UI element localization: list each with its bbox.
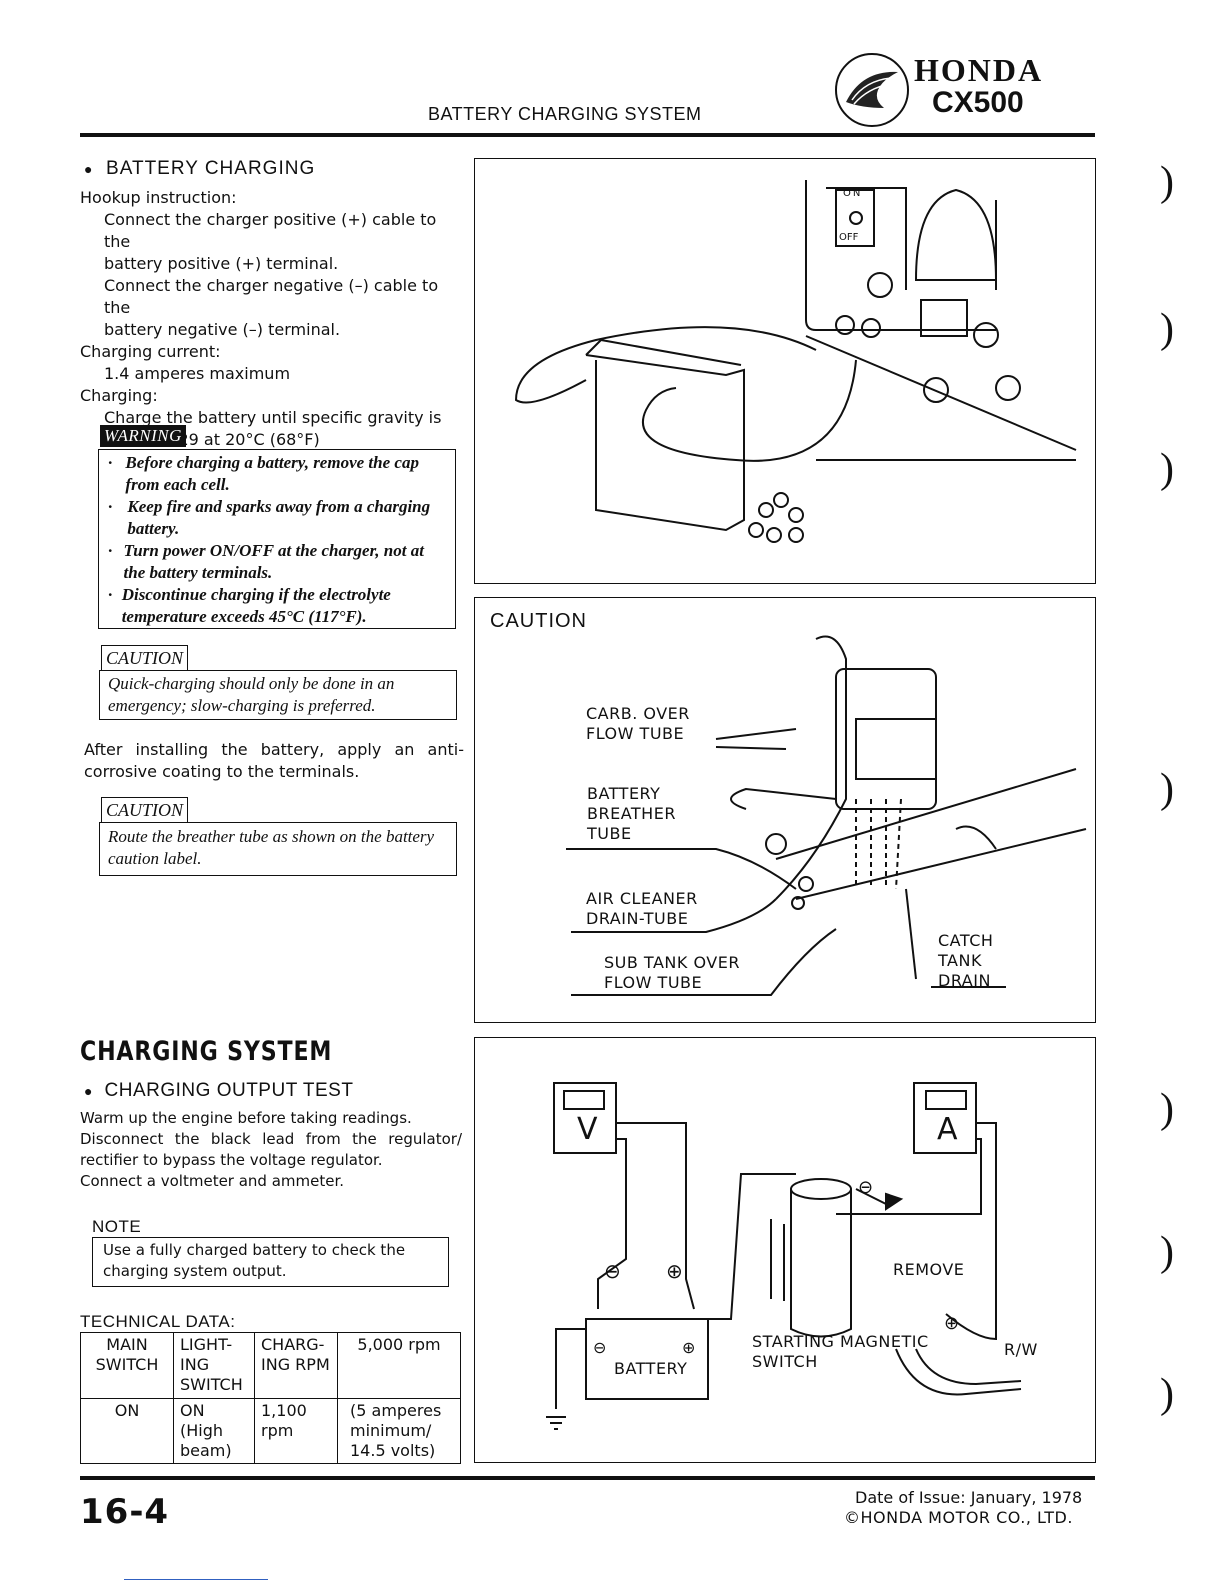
table-cell: ON (High beam) (173, 1398, 255, 1464)
section-title: BATTERY CHARGING SYSTEM (428, 104, 702, 124)
battery-positive-icon: ⊕ (682, 1338, 696, 1357)
warning-label: WARNING (100, 425, 186, 447)
after-install-text: After installing the battery, apply an a… (84, 740, 464, 781)
remove-label: REMOVE (893, 1260, 965, 1279)
binding-mark: ) (1160, 306, 1174, 352)
binding-mark: ) (1160, 159, 1174, 205)
binding-mark: ) (1160, 766, 1174, 812)
technical-data-table: MAIN SWITCH LIGHT-ING SWITCH CHARG-ING R… (80, 1332, 461, 1464)
switch-on-label: ON (843, 188, 863, 199)
charging-system-body: Warm up the engine before taking reading… (80, 1109, 462, 1190)
callout-catch-tank-drain: CATCH TANK DRAIN (938, 931, 994, 990)
warning-item: Turn power ON/OFF at the charger, not at… (123, 541, 424, 582)
table-header: LIGHT-ING SWITCH (173, 1332, 255, 1399)
table-header: MAIN SWITCH (80, 1332, 174, 1399)
charging-output-heading: ● CHARGING OUTPUT TEST (84, 1080, 354, 1101)
rw-wire-label: R/W (1004, 1340, 1038, 1359)
switch-negative-icon: ⊖ (858, 1177, 874, 1198)
callout-sub-tank-overflow: SUB TANK OVER FLOW TUBE (604, 953, 740, 992)
binding-mark: ) (1160, 1229, 1174, 1275)
figure-output-test (474, 1037, 1096, 1463)
honda-wing-logo (835, 53, 909, 127)
figure-caution-title: CAUTION (490, 610, 587, 632)
note-box (92, 1237, 449, 1287)
footer-rule (80, 1476, 1095, 1480)
binding-mark: ) (1160, 1371, 1174, 1417)
note-text: Use a fully charged battery to check the… (103, 1241, 406, 1280)
negative-terminal-icon: ⊖ (604, 1259, 621, 1283)
figure-charger-hookup (474, 158, 1096, 584)
header-rule (80, 133, 1095, 137)
ammeter-label: A (937, 1112, 958, 1147)
table-header-row: MAIN SWITCH LIGHT-ING SWITCH CHARG-ING R… (80, 1332, 461, 1399)
brand-name: HONDA (914, 52, 1044, 88)
charging-system-heading: CHARGING SYSTEM (80, 1036, 333, 1067)
page-number: 16-4 (80, 1492, 170, 1532)
binding-mark: ) (1160, 446, 1174, 492)
table-header: 5,000 rpm (337, 1332, 461, 1399)
switch-positive-icon: ⊕ (944, 1313, 960, 1334)
battery-label: BATTERY (614, 1359, 688, 1378)
table-cell: 1,100 rpm (254, 1398, 338, 1464)
caution-label: CAUTION (101, 797, 189, 823)
battery-negative-icon: ⊖ (593, 1338, 607, 1357)
starting-magnetic-switch-label: STARTING MAGNETIC SWITCH (752, 1332, 929, 1371)
scan-edge-line (124, 1579, 268, 1580)
technical-data-label: TECHNICAL DATA: (80, 1312, 236, 1331)
charger-hookup-illustration (514, 180, 1077, 543)
caution-text: Route the breather tube as shown on the … (108, 827, 435, 868)
battery-charging-body: Hookup instruction: Connect the charger … (80, 188, 442, 449)
issue-date: Date of Issue: January, 1978 (855, 1488, 1083, 1507)
binding-mark: ) (1160, 1086, 1174, 1132)
battery-charging-heading: ● BATTERY CHARGING (84, 158, 316, 179)
switch-off-label: OFF (839, 232, 859, 243)
warning-item: Keep fire and sparks away from a chargin… (127, 497, 431, 538)
caution-label: CAUTION (101, 645, 189, 671)
voltmeter-label: V (577, 1112, 598, 1147)
warning-item: Discontinue charging if the electrolyte … (121, 585, 391, 626)
warning-item: Before charging a battery, remove the ca… (125, 453, 419, 494)
callout-air-cleaner-drain: AIR CLEANER DRAIN-TUBE (586, 889, 698, 928)
output-test-wiring (546, 1082, 1022, 1430)
caution-box (99, 822, 457, 876)
table-cell: ON (80, 1398, 174, 1464)
table-header: CHARG-ING RPM (254, 1332, 338, 1399)
table-cell: (5 amperes minimum/ 14.5 volts) (337, 1398, 461, 1464)
callout-carb-overflow: CARB. OVER FLOW TUBE (586, 704, 690, 743)
model-name: CX500 (932, 86, 1024, 119)
warning-box (98, 449, 456, 629)
tube-routing-illustration (566, 635, 1087, 996)
figure-tube-routing (474, 597, 1096, 1023)
caution-text: Quick-charging should only be done in an… (108, 674, 395, 715)
positive-terminal-icon: ⊕ (666, 1259, 683, 1283)
callout-breather-tube: BATTERY BREATHER TUBE (587, 784, 676, 843)
copyright: ©HONDA MOTOR CO., LTD. (844, 1508, 1073, 1527)
caution-box (99, 670, 457, 720)
note-label: NOTE (92, 1217, 142, 1236)
table-row: ON ON (High beam) 1,100 rpm (5 amperes m… (80, 1398, 461, 1464)
warning-list: ·Before charging a battery, remove the c… (108, 452, 444, 628)
